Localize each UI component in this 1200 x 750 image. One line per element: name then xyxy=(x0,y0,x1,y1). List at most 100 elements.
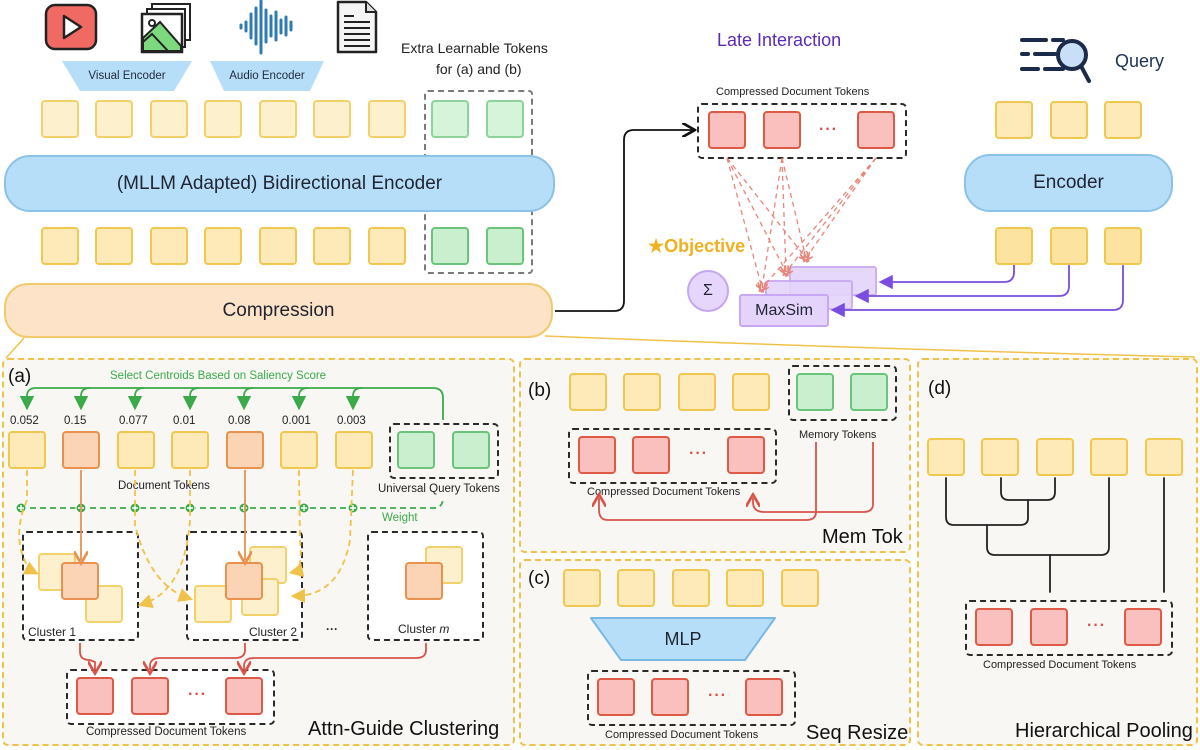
doc-token xyxy=(335,431,373,469)
zoom-line-left xyxy=(5,337,25,359)
select-centroids-label: Select Centroids Based on Saliency Score xyxy=(110,370,327,382)
panel-a-title: Attn-Guide Clustering xyxy=(308,718,500,740)
saliency-score: 0.052 xyxy=(10,415,39,427)
extra-learnable-output-token xyxy=(431,227,469,265)
universal-query-token xyxy=(452,431,490,469)
encoder-input-token xyxy=(95,100,133,138)
panel-c-title: Seq Resize xyxy=(806,722,909,744)
d-ellipsis: ··· xyxy=(1087,617,1106,634)
b-ellipsis: ··· xyxy=(689,445,708,462)
cluster-centroid-token xyxy=(405,562,443,600)
encoder-output-token xyxy=(95,227,133,265)
maxsim-label: MaxSim xyxy=(755,301,813,319)
c-doc-token xyxy=(781,569,819,607)
visual-encoder-label: Visual Encoder xyxy=(88,70,166,82)
li-ellipsis: ··· xyxy=(819,121,838,138)
cluster-2-label: Cluster 2 xyxy=(249,625,298,639)
c-compressed-token xyxy=(745,678,783,716)
memory-token xyxy=(850,373,888,411)
bidirectional-encoder: (MLLM Adapted) Bidirectional Encoder xyxy=(4,155,555,212)
li-compressed-token xyxy=(857,111,895,149)
li-compressed-token xyxy=(763,111,801,149)
d-compressed-box xyxy=(965,600,1173,656)
extra-tokens-label-2: for (a) and (b) xyxy=(436,61,522,77)
sum-circle: Σ xyxy=(687,270,729,312)
b-doc-token xyxy=(732,373,770,411)
panel-b-tag: (b) xyxy=(528,380,552,401)
audio-encoder: Audio Encoder xyxy=(210,61,324,91)
query-search-icon xyxy=(1018,33,1092,85)
encoder-input-token xyxy=(368,100,406,138)
encoder-output-token xyxy=(368,227,406,265)
panel-c-tag: (c) xyxy=(528,568,551,589)
universal-query-tokens-label: Universal Query Tokens xyxy=(378,483,500,495)
panel-a-tag: (a) xyxy=(8,366,32,387)
d-compressed-token xyxy=(1124,608,1162,646)
doc-token xyxy=(117,431,155,469)
cluster-m-label: Cluster m xyxy=(398,622,449,636)
d-doc-token xyxy=(1090,438,1128,476)
d-doc-token xyxy=(927,438,965,476)
c-doc-token xyxy=(672,569,710,607)
sum-symbol-icon: Σ xyxy=(703,282,713,299)
weight-label: Weight xyxy=(382,512,418,524)
b-compressed-token xyxy=(632,436,670,474)
c-doc-token xyxy=(563,569,601,607)
audio-encoder-label: Audio Encoder xyxy=(229,70,305,82)
star-icon: ★ xyxy=(648,236,665,256)
encoder-input-token xyxy=(204,100,242,138)
encoder-output-token xyxy=(259,227,297,265)
li-compressed-label: Compressed Document Tokens xyxy=(716,86,870,98)
query-input-token xyxy=(1050,101,1088,139)
extra-learnable-output-token xyxy=(486,227,524,265)
c-ellipsis: ··· xyxy=(708,687,727,704)
audio-waveform-icon xyxy=(238,0,298,55)
mlp-block: MLP xyxy=(589,616,777,662)
a-compressed-label: Compressed Document Tokens xyxy=(86,726,247,738)
saliency-score: 0.01 xyxy=(173,415,196,427)
bidirectional-encoder-label: (MLLM Adapted) Bidirectional Encoder xyxy=(116,172,443,194)
document-tokens-label: Document Tokens xyxy=(118,480,210,492)
cluster-centroid-token xyxy=(225,562,263,600)
memory-tokens-label: Memory Tokens xyxy=(799,429,877,441)
c-compressed-token xyxy=(597,678,635,716)
b-doc-token xyxy=(623,373,661,411)
panel-d-tag: (d) xyxy=(928,378,952,399)
extra-tokens-label-1: Extra Learnable Tokens xyxy=(401,40,548,56)
d-compressed-label: Compressed Document Tokens xyxy=(983,659,1137,671)
query-output-token xyxy=(1104,227,1142,265)
saliency-score: 0.003 xyxy=(337,415,366,427)
encoder-output-token xyxy=(313,227,351,265)
cluster-m-var: m xyxy=(439,622,450,636)
a-compressed-token xyxy=(225,677,263,715)
c-compressed-token xyxy=(651,678,689,716)
memory-tokens-box xyxy=(788,365,897,421)
d-doc-token xyxy=(1145,438,1183,476)
b-compressed-label: Compressed Document Tokens xyxy=(587,486,741,498)
encoder-output-token xyxy=(41,227,79,265)
b-doc-token xyxy=(678,373,716,411)
query-encoder-label: Encoder xyxy=(1033,172,1104,193)
c-compressed-label: Compressed Document Tokens xyxy=(605,729,759,741)
doc-token xyxy=(171,431,209,469)
a-ellipsis: ··· xyxy=(188,686,207,703)
panel-b-title: Mem Tok xyxy=(822,526,903,548)
cluster-m-prefix: Cluster xyxy=(398,622,440,636)
li-compressed-token xyxy=(708,111,746,149)
universal-query-box xyxy=(389,423,499,479)
extra-learnable-token xyxy=(431,100,469,138)
c-compressed-box xyxy=(587,670,796,726)
mlp-label: MLP xyxy=(664,628,702,649)
c-doc-token xyxy=(617,569,655,607)
c-doc-token xyxy=(726,569,764,607)
query-label: Query xyxy=(1115,51,1165,71)
video-play-icon xyxy=(44,3,98,51)
centroid-doc-token xyxy=(226,431,264,469)
saliency-score: 0.08 xyxy=(228,415,251,427)
encoder-output-token xyxy=(204,227,242,265)
panel-hierarchical-pooling xyxy=(917,358,1198,746)
query-output-token xyxy=(1050,227,1088,265)
compression-block: Compression xyxy=(4,283,553,338)
visual-encoder: Visual Encoder xyxy=(62,61,192,91)
a-compressed-token xyxy=(76,677,114,715)
